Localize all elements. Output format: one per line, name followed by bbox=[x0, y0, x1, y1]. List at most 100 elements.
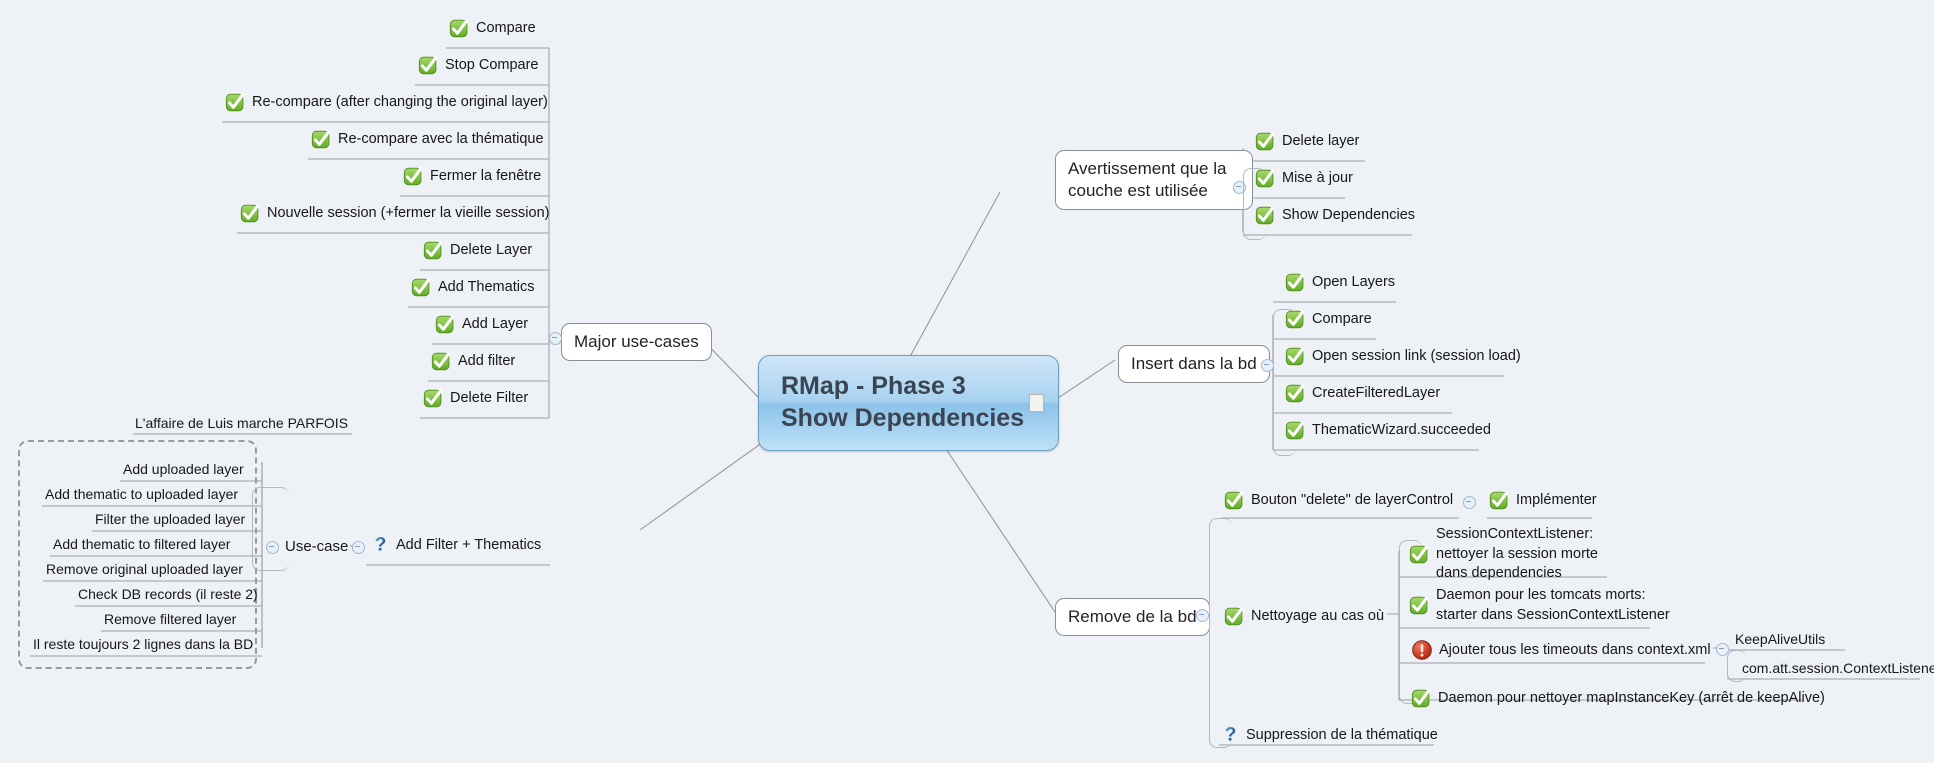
usecase-steps-group bbox=[18, 440, 257, 669]
usecase-note-label: L'affaire de Luis marche PARFOIS bbox=[135, 415, 349, 431]
list-item[interactable]: Mise à jour bbox=[1253, 166, 1357, 192]
node-keepaliveutils-label: KeepAliveUtils bbox=[1735, 631, 1826, 647]
list-item[interactable]: Add Thematics bbox=[409, 275, 538, 301]
list-item[interactable]: ThematicWizard.succeeded bbox=[1283, 418, 1495, 444]
list-item[interactable]: Daemon pour les tomcats morts: starter d… bbox=[1409, 586, 1670, 625]
branch-avertissement[interactable]: Avertissement que la couche est utilisée bbox=[1055, 150, 1253, 210]
list-item-label: Re-compare (after changing the original … bbox=[252, 94, 548, 111]
branch-use-case-label: Use-case bbox=[285, 538, 349, 555]
node-implementer[interactable]: Implémenter bbox=[1487, 488, 1601, 514]
list-item[interactable]: Show Dependencies bbox=[1253, 203, 1419, 229]
svg-text:?: ? bbox=[375, 535, 387, 556]
list-item[interactable]: Add uploaded layer bbox=[121, 459, 248, 482]
collapse-handle-bouton-delete[interactable] bbox=[1463, 496, 1476, 509]
node-nettoyage-au-cas-ou[interactable]: Nettoyage au cas où bbox=[1222, 604, 1388, 630]
list-item-label: Delete layer bbox=[1282, 133, 1360, 150]
check-icon bbox=[403, 166, 424, 187]
check-icon bbox=[1489, 490, 1510, 511]
node-implementer-label: Implémenter bbox=[1516, 492, 1597, 509]
node-context-listener[interactable]: com.att.session.ContextListener bbox=[1740, 658, 1934, 681]
list-item[interactable]: Il reste toujours 2 lignes dans la BD bbox=[31, 634, 257, 657]
list-item-label-line1: Daemon pour les tomcats morts: bbox=[1436, 587, 1646, 603]
list-item[interactable]: Filter the uploaded layer bbox=[93, 509, 249, 532]
list-item-label-line2: nettoyer la session morte bbox=[1436, 545, 1598, 562]
branch-use-case[interactable]: Use-case bbox=[283, 535, 352, 559]
list-item-label: Add thematic to filtered layer bbox=[53, 536, 231, 552]
node-nettoyage-label: Nettoyage au cas où bbox=[1251, 608, 1385, 625]
check-icon bbox=[1285, 309, 1306, 330]
check-icon bbox=[1255, 168, 1276, 189]
list-item-label: Remove original uploaded layer bbox=[46, 561, 243, 577]
check-icon bbox=[449, 18, 470, 39]
svg-text:?: ? bbox=[1225, 725, 1237, 746]
list-item-label: CreateFilteredLayer bbox=[1312, 385, 1441, 402]
node-bouton-delete-layercontrol-label: Bouton "delete" de layerControl bbox=[1251, 492, 1454, 509]
collapse-handle-ajouter-timeouts[interactable] bbox=[1716, 643, 1729, 656]
list-item[interactable]: Nouvelle session (+fermer la vieille ses… bbox=[238, 201, 553, 227]
list-item-label: Remove filtered layer bbox=[104, 611, 237, 627]
check-icon bbox=[1409, 595, 1430, 616]
list-item[interactable]: Compare bbox=[447, 16, 540, 42]
list-item-label-line2: starter dans SessionContextListener bbox=[1436, 606, 1670, 623]
list-item-label: Add filter bbox=[458, 353, 516, 370]
check-icon bbox=[1409, 544, 1430, 565]
branch-remove-de-la-bd-label: Remove de la bd bbox=[1068, 607, 1197, 626]
list-item[interactable]: Open session link (session load) bbox=[1283, 344, 1525, 370]
list-item-label: Fermer la fenêtre bbox=[430, 168, 542, 185]
branch-avertissement-line2: couche est utilisée bbox=[1068, 180, 1208, 200]
list-item-label: Open Layers bbox=[1312, 274, 1396, 291]
list-item[interactable]: Open Layers bbox=[1283, 270, 1399, 296]
check-icon bbox=[1224, 606, 1245, 627]
list-item[interactable]: SessionContextListener: nettoyer la sess… bbox=[1409, 525, 1598, 584]
list-item[interactable]: Re-compare avec la thématique bbox=[309, 127, 548, 153]
list-item-label: Re-compare avec la thématique bbox=[338, 131, 544, 148]
list-item[interactable]: Fermer la fenêtre bbox=[401, 164, 545, 190]
list-item[interactable]: Delete layer bbox=[1253, 129, 1363, 155]
branch-insert-dans-la-bd-label: Insert dans la bd bbox=[1131, 354, 1257, 373]
list-item[interactable]: Add Layer bbox=[433, 312, 532, 338]
root-node[interactable]: RMap - Phase 3 Show Dependencies bbox=[758, 355, 1059, 451]
list-item[interactable]: Ajouter tous les timeouts dans context.x… bbox=[1409, 637, 1715, 664]
list-item[interactable]: Add thematic to uploaded layer bbox=[43, 484, 242, 507]
list-item[interactable]: Stop Compare bbox=[416, 53, 543, 79]
list-item-label: Open session link (session load) bbox=[1312, 348, 1521, 365]
collapse-handle-remove-de-la-bd[interactable] bbox=[1196, 609, 1209, 622]
list-item[interactable]: Add filter bbox=[429, 349, 519, 375]
list-item[interactable]: Check DB records (il reste 2) bbox=[76, 584, 262, 607]
list-item[interactable]: Delete Layer bbox=[421, 238, 536, 264]
list-item-label: Il reste toujours 2 lignes dans la BD bbox=[33, 636, 254, 652]
collapse-handle-use-case[interactable] bbox=[266, 541, 279, 554]
branch-major-use-cases[interactable]: Major use-cases bbox=[561, 323, 712, 361]
check-icon bbox=[311, 129, 332, 150]
node-keepaliveutils[interactable]: KeepAliveUtils bbox=[1733, 629, 1829, 652]
list-item-label: ThematicWizard.succeeded bbox=[1312, 422, 1491, 439]
usecase-steps-outline bbox=[252, 487, 289, 571]
list-item[interactable]: Add thematic to filtered layer bbox=[51, 534, 234, 557]
list-item-label-line1: SessionContextListener: bbox=[1436, 526, 1594, 542]
node-suppression-thematique[interactable]: ? Suppression de la thématique bbox=[1219, 722, 1442, 749]
collapse-handle-avertissement[interactable] bbox=[1233, 181, 1246, 194]
list-item[interactable]: Delete Filter bbox=[421, 386, 532, 412]
question-icon: ? bbox=[1221, 724, 1240, 746]
list-item-label: Daemon pour nettoyer mapInstanceKey (arr… bbox=[1438, 690, 1825, 707]
list-item[interactable]: Compare bbox=[1283, 307, 1376, 333]
list-item[interactable]: Remove original uploaded layer bbox=[44, 559, 247, 582]
node-add-filter-thematics[interactable]: ? Add Filter + Thematics bbox=[369, 532, 545, 559]
collapse-handle-major-use-cases[interactable] bbox=[549, 332, 562, 345]
list-item[interactable]: Remove filtered layer bbox=[102, 609, 240, 632]
list-item-label: Add Thematics bbox=[438, 279, 535, 296]
list-item-label: Add thematic to uploaded layer bbox=[45, 486, 239, 502]
branch-remove-de-la-bd[interactable]: Remove de la bd bbox=[1055, 598, 1210, 636]
node-bouton-delete-layercontrol[interactable]: Bouton "delete" de layerControl bbox=[1222, 488, 1457, 514]
branch-insert-dans-la-bd[interactable]: Insert dans la bd bbox=[1118, 345, 1270, 383]
node-add-filter-thematics-label: Add Filter + Thematics bbox=[396, 536, 542, 553]
check-icon bbox=[1285, 346, 1306, 367]
list-item[interactable]: Daemon pour nettoyer mapInstanceKey (arr… bbox=[1409, 686, 1829, 712]
list-item-label: Add uploaded layer bbox=[123, 461, 244, 477]
list-item[interactable]: CreateFilteredLayer bbox=[1283, 381, 1444, 407]
collapse-handle-add-filter-thematics[interactable] bbox=[352, 541, 365, 554]
check-icon bbox=[435, 314, 456, 335]
check-icon bbox=[1285, 420, 1306, 441]
list-item[interactable]: Re-compare (after changing the original … bbox=[223, 90, 552, 116]
